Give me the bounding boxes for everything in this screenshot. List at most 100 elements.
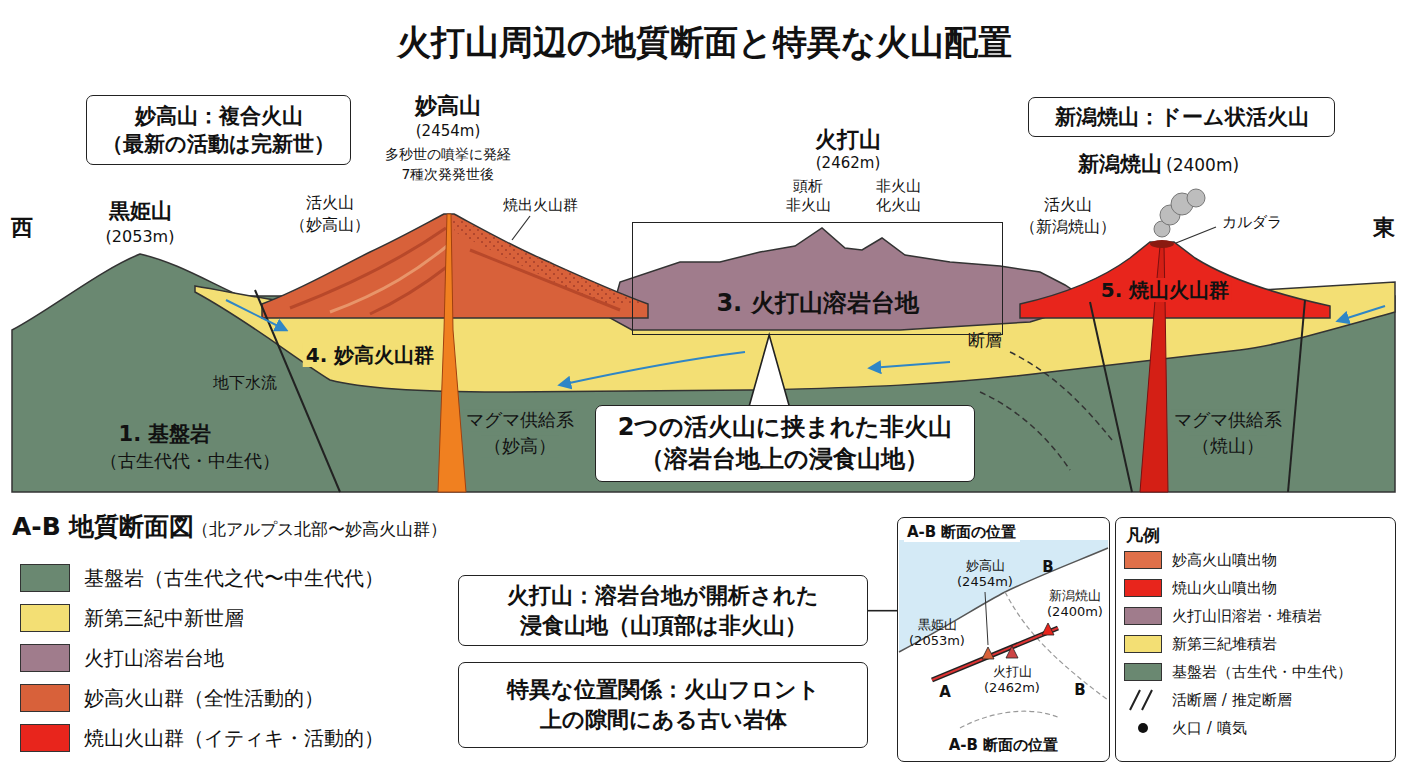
section-label: （北アルプス北部〜妙高火山群） xyxy=(192,519,447,539)
section-label: 1. 基盤岩 xyxy=(119,422,212,447)
leader-line xyxy=(1176,227,1216,243)
legend-entry: 火口 / 噴気 xyxy=(1124,719,1247,737)
inferred-fault xyxy=(980,392,1070,470)
legend-swatch xyxy=(20,724,70,752)
note-box: 火打山：溶岩台地が開析された 浸食山地（山頂部は非火山） xyxy=(458,575,868,646)
box-text: 3. 火打山溶岩台地 xyxy=(716,287,918,319)
legend-swatch xyxy=(20,684,70,712)
map-leader xyxy=(985,592,988,645)
myoko-magma-conduit xyxy=(438,214,466,492)
box-text: 2つの活火山に挟まれた非火山 （溶岩台地上の浸食山地） xyxy=(615,411,956,476)
section-label: (2462m) xyxy=(984,680,1040,696)
legend-text: 火打山旧溶岩・堆積岩 xyxy=(1172,607,1322,625)
peak-mark xyxy=(1006,646,1018,658)
myoko-ash-texture xyxy=(451,216,646,304)
note-box: 特異な位置関係：火山フロント 上の隙間にある古い岩体 xyxy=(458,662,868,748)
section-label: マグマ供給系 xyxy=(463,409,577,431)
section-label: 焼出火山群 xyxy=(503,196,578,214)
art-shape xyxy=(1187,189,1205,207)
legend-text: 基盤岩（古生代之代〜中生代代） xyxy=(84,566,384,590)
section-label: 黒姫山 xyxy=(109,199,172,224)
legend-entry: 妙高火山群（全性活動的） xyxy=(20,684,324,712)
section-label: 火打山 xyxy=(993,664,1032,680)
section-label: A-B 地質断面図 xyxy=(12,512,194,542)
legend-sample-space xyxy=(1124,691,1162,709)
box-text: 妙高山：複合火山 （最新の活動は完新世） xyxy=(98,102,340,159)
section-label: 西 xyxy=(11,215,33,241)
box-text: 火打山：溶岩台地が開析された 浸食山地（山頂部は非火山） xyxy=(502,581,823,640)
map-coastline xyxy=(899,548,1108,652)
box-text: 凡例 xyxy=(1126,524,1160,547)
section-label: 妙高山 xyxy=(966,558,1005,574)
legend-text: 妙高火山群（全性活動的） xyxy=(84,686,324,710)
map-sea xyxy=(899,540,1108,652)
section-label: 地下水流 xyxy=(213,373,277,392)
groundwater-arrow xyxy=(226,300,286,330)
fumarole-plume xyxy=(1154,189,1205,237)
myoko-strata xyxy=(370,266,448,314)
section-label: 新潟焼山 xyxy=(1049,588,1101,604)
callout-box: 2つの活火山に挟まれた非火山 （溶岩台地上の浸食山地） xyxy=(595,405,975,482)
groundwater-arrow xyxy=(1338,306,1385,321)
box-text: 新潟焼山：ドーム状活火山 xyxy=(1055,103,1309,131)
info-box: 新潟焼山：ドーム状活火山 xyxy=(1028,97,1335,137)
highlight-frame: 3. 火打山溶岩台地 xyxy=(632,222,1003,335)
fault-line xyxy=(1288,300,1305,492)
legend-entry: 妙高火山噴出物 xyxy=(1124,551,1277,569)
connector xyxy=(868,610,897,612)
legend-text: 活断層 / 推定断層 xyxy=(1172,691,1292,709)
legend-text: 新第三紀堆積岩 xyxy=(1172,635,1277,653)
legend-swatch xyxy=(20,604,70,632)
volcano-mark xyxy=(1042,623,1054,635)
legend-swatch xyxy=(1124,579,1162,597)
info-box: 妙高山：複合火山 （最新の活動は完新世） xyxy=(86,95,352,165)
inferred-fault xyxy=(1010,352,1112,440)
section-label: 黒姫山 xyxy=(918,617,957,633)
legend-swatch xyxy=(20,564,70,592)
section-label: 新潟焼山 xyxy=(1078,152,1162,177)
section-label: 7種次発発世後 xyxy=(402,166,495,183)
legend-entry: 活断層 / 推定断層 xyxy=(1124,691,1292,709)
section-label: カルダラ xyxy=(1222,213,1282,231)
section-label: マグマ供給系 xyxy=(1171,409,1285,431)
diagram-title: 火打山周辺の地質断面と特異な火山配置 xyxy=(0,22,1408,63)
section-label: 頭析 xyxy=(793,177,823,195)
section-label: (2400m) xyxy=(1166,155,1239,175)
section-label: 火打山 xyxy=(815,127,881,153)
myoko-strata xyxy=(470,250,620,310)
section-label: 妙高山 xyxy=(415,93,481,119)
section-label: B xyxy=(1074,681,1085,699)
legend-swatch xyxy=(1124,551,1162,569)
legend-text: 火打山溶岩台地 xyxy=(84,646,224,670)
legend-text: 焼山火山群（イティキ・活動的） xyxy=(84,726,384,750)
section-label: A xyxy=(939,683,951,701)
box-text: A-B 断面の位置 xyxy=(904,522,1020,542)
section-label: 化火山 xyxy=(876,196,921,214)
section-label: （妙高山） xyxy=(290,215,370,234)
legend-entry: 基盤岩（古生代・中生代） xyxy=(1124,663,1352,681)
section-label: （古生代代・中生代） xyxy=(100,450,280,472)
legend-text: 火口 / 噴気 xyxy=(1172,719,1247,737)
legend-text: 妙高火山噴出物 xyxy=(1172,551,1277,569)
groundwater-arrow xyxy=(870,362,950,368)
legend-entry: 新第三紀堆積岩 xyxy=(1124,635,1277,653)
section-label: (2053m) xyxy=(909,633,965,649)
section-label: 5. 焼山火山群 xyxy=(1098,278,1232,302)
fault-sample xyxy=(1130,690,1152,710)
vent-sample xyxy=(1138,723,1148,733)
fault-line xyxy=(1090,302,1132,492)
legend-swatch xyxy=(20,644,70,672)
section-label: （妙高） xyxy=(481,435,559,457)
section-label: 断層 xyxy=(965,330,1005,350)
location-map: A-B 断面の位置A-B 断面の位置 xyxy=(897,517,1110,762)
section-label: (2400m) xyxy=(1047,604,1103,620)
section-label: 活火山 xyxy=(1044,195,1092,214)
legend-entry: 基盤岩（古生代之代〜中生代代） xyxy=(20,564,384,592)
section-label: (2053m) xyxy=(106,227,175,246)
legend-entry: 火打山溶岩台地 xyxy=(20,644,224,672)
section-label: （焼山） xyxy=(1189,435,1267,457)
section-label: （新潟焼山） xyxy=(1020,217,1116,236)
myoko-volcano xyxy=(262,214,648,318)
legend-entry: 焼山火山群（イティキ・活動的） xyxy=(20,724,384,752)
section-label: 活火山 xyxy=(306,193,354,212)
